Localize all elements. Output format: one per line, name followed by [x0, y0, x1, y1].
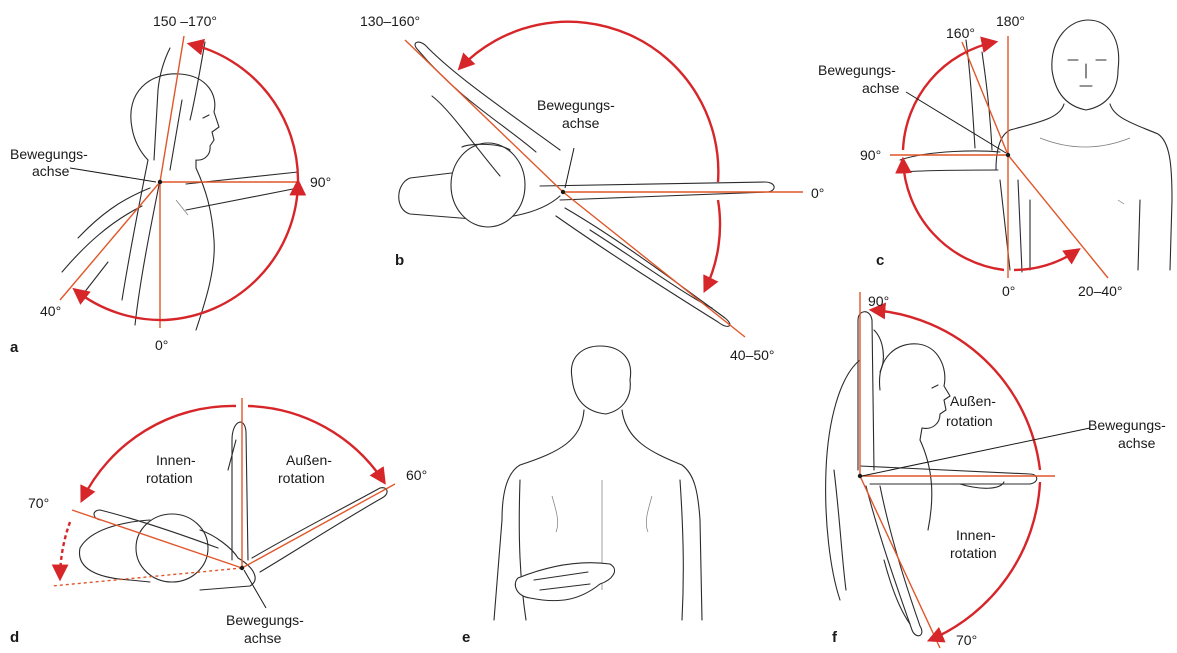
panel-c-axis-label-line1: Bewegungs- [818, 62, 896, 78]
panel-a-axis-label-line2: achse [32, 163, 70, 179]
panel-f-axis-leader [862, 428, 1090, 476]
panel-b-angle-right: 0° [811, 185, 824, 201]
panel-f-inner-line1: Innen- [956, 527, 996, 543]
panel-d-axis-label-line1: Bewegungs- [226, 612, 304, 628]
panel-f-angle-bottom: 70° [956, 632, 977, 648]
panel-d-angle-right: 60° [406, 467, 427, 483]
panel-c: 160° 180° 90° 0° 20–40° Bewegungs- achse… [818, 13, 1172, 299]
panel-a-axis-label-line1: Bewegungs- [10, 146, 88, 162]
panel-f-arcs [872, 310, 1040, 640]
panel-b-drawing [399, 42, 774, 326]
panel-d-axis-label-line2: achse [244, 630, 282, 646]
panel-b-axis-label-line2: achse [562, 115, 600, 131]
panel-a-angle-right: 90° [310, 174, 331, 190]
panel-f-angle-top: 90° [868, 293, 889, 309]
panel-c-axis-label-line2: achse [862, 80, 900, 96]
panel-c-angle-left: 90° [860, 147, 881, 163]
panel-b-axis-label-line1: Bewegungs- [537, 97, 615, 113]
panel-f-outer-line2: rotation [946, 413, 993, 429]
panel-d: Innen- rotation Außen- rotation 70° 60° … [10, 398, 427, 646]
panel-b: 130–160° 0° 40–50° Bewegungs- achse b [360, 13, 824, 363]
panel-f-drawing [826, 312, 1037, 636]
panel-f-inner-line2: rotation [950, 545, 997, 561]
panel-c-angle-top-b: 180° [996, 13, 1025, 29]
panel-f-outer-line1: Außen- [950, 393, 996, 409]
panel-f-axis-label-line2: achse [1118, 435, 1156, 451]
panel-a-angle-top: 150 –170° [153, 13, 217, 29]
panel-a-angle-bottom: 0° [155, 337, 168, 353]
panel-d-arcs [60, 406, 384, 578]
panel-b-angle-bottom: 40–50° [730, 347, 775, 363]
panel-c-drawing [900, 20, 1172, 272]
panel-c-axis-leader [906, 92, 1006, 153]
panel-a: 150 –170° 90° 0° 40° Bewegungs- achse a [10, 13, 331, 356]
panel-d-inner-line1: Innen- [156, 452, 196, 468]
panel-d-angle-left: 70° [28, 495, 49, 511]
panel-a-axis-leader [70, 168, 156, 182]
panel-e-drawing [494, 346, 702, 620]
panel-a-drawing [62, 42, 298, 330]
panel-c-angle-top-a: 160° [946, 25, 975, 41]
panel-d-inner-line2: rotation [146, 470, 193, 486]
panel-d-axes [52, 398, 395, 586]
panel-d-outer-line2: rotation [278, 470, 325, 486]
panel-f-axis-label-line1: Bewegungs- [1088, 417, 1166, 433]
panel-e: e [462, 346, 702, 646]
panel-c-arcs [903, 42, 1078, 270]
panel-e-letter: e [462, 629, 470, 646]
panel-c-angle-right: 20–40° [1078, 283, 1123, 299]
panel-f: 90° Außen- rotation Innen- rotation Bewe… [826, 292, 1167, 648]
panel-d-letter: d [10, 629, 19, 646]
panel-b-letter: b [395, 252, 404, 269]
panel-d-outer-line1: Außen- [286, 452, 332, 468]
panel-a-axes [60, 36, 298, 328]
panel-a-letter: a [10, 339, 19, 356]
panel-c-letter: c [876, 252, 884, 269]
panel-c-angle-bottom: 0° [1002, 283, 1015, 299]
panel-a-angle-left: 40° [40, 303, 61, 319]
panel-b-axis-leader [565, 148, 574, 188]
panel-b-angle-top: 130–160° [360, 13, 420, 29]
panel-f-letter: f [832, 629, 838, 646]
panel-c-axes [890, 36, 1108, 278]
